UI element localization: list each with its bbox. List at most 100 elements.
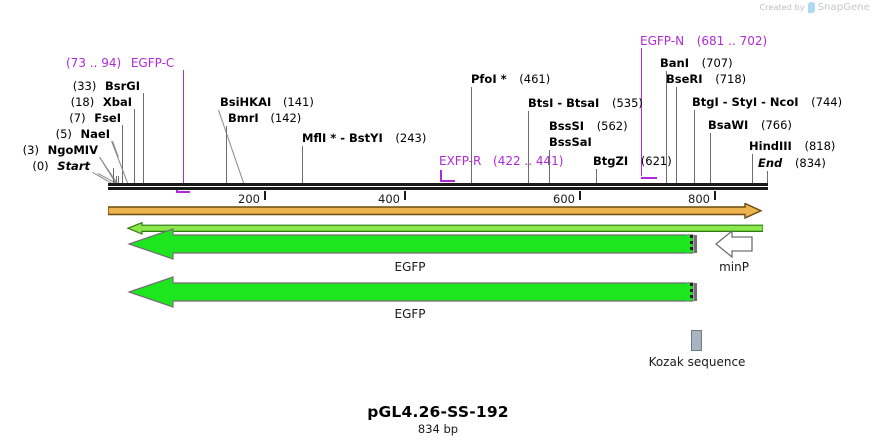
site-leader-cluster-c — [113, 168, 114, 184]
site-leader-pfoi — [471, 87, 472, 184]
feature-box-kozak[interactable] — [691, 330, 702, 351]
site-name-bsssi: BssSI — [549, 119, 585, 133]
site-label-mfli-bstyi[interactable]: MflI * - BstYI (243) — [302, 132, 426, 144]
site-name-bsawi: BsaWI — [708, 118, 749, 132]
site-name-naei: NaeI — [80, 127, 110, 141]
site-leader-cluster-b — [118, 176, 119, 184]
site-leader-btgzi — [596, 169, 597, 184]
site-label-bssai[interactable]: BssSaI — [549, 136, 592, 148]
sequence-backbone-highlight — [108, 186, 768, 187]
site-pos-fsei: (7) — [69, 111, 86, 125]
site-label-bsssi[interactable]: BssSI (562) — [549, 120, 628, 132]
site-pos-bmri: (142) — [270, 111, 302, 125]
primer-label-egfp-n[interactable]: EGFP-N (681 .. 702) — [640, 35, 767, 47]
site-leader-bsssi — [549, 150, 550, 184]
site-pos-bsihkai: (141) — [282, 95, 314, 109]
site-name-pfoi: PfoI * — [471, 72, 507, 86]
site-name-xbai: XbaI — [102, 95, 132, 109]
primer-bracket-h-egfp-c — [176, 191, 190, 193]
site-pos-btgzi: (621) — [640, 154, 672, 168]
site-pos-start: (0) — [32, 159, 49, 173]
site-name-start: Start — [57, 159, 90, 173]
primer-name-exfp-r: EXFP-R — [439, 154, 482, 168]
feature-label-minp: minP — [719, 260, 749, 274]
site-label-bsrgi[interactable]: (33) BsrGI — [0, 80, 140, 92]
minp-arrow-shape — [714, 229, 753, 259]
primer-label-exfp-r[interactable]: EXFP-R (422 .. 441) — [439, 155, 563, 167]
site-pos-end: (834) — [794, 156, 826, 170]
site-label-bsihkai[interactable]: BsiHKAI (141) — [220, 96, 314, 108]
plasmid-title: pGL4.26-SS-192 — [367, 403, 509, 421]
ruler-label-400: 400 — [378, 192, 400, 206]
primer-name-egfp-n: EGFP-N — [640, 34, 685, 48]
site-label-bsawi[interactable]: BsaWI (766) — [708, 119, 792, 131]
light-green-arrow-shape — [126, 221, 764, 235]
ruler-label-200: 200 — [238, 192, 260, 206]
site-label-ngomiv[interactable]: (3) NgoMIV — [0, 144, 98, 156]
primer-range-egfp-n: (681 .. 702) — [696, 34, 768, 48]
site-name-btgi-styi-ncoi: BtgI - StyI - NcoI — [692, 95, 799, 109]
site-label-pfoi[interactable]: PfoI * (461) — [471, 73, 550, 85]
primer-bracket-h-exfp-r — [440, 180, 455, 182]
site-leader-fsei — [122, 125, 123, 184]
site-pos-bsssi: (562) — [596, 119, 628, 133]
site-label-naei[interactable]: (5) NaeI — [0, 128, 110, 140]
site-pos-bani: (707) — [701, 56, 733, 70]
feature-arrow-light-green[interactable] — [108, 220, 764, 235]
site-name-hindiii: HindIII — [749, 139, 792, 153]
site-pos-btsi-btsai: (535) — [611, 96, 643, 110]
site-name-bssai: BssSaI — [549, 135, 592, 149]
site-label-fsei[interactable]: (7) FseI — [0, 112, 121, 124]
site-pos-ngomiv: (3) — [22, 143, 39, 157]
site-label-btgi-styi-ncoi[interactable]: BtgI - StyI - NcoI (744) — [692, 96, 842, 108]
site-pos-bsawi: (766) — [761, 118, 792, 132]
feature-arrow-orange[interactable] — [107, 202, 763, 221]
primer-label-egfp-c[interactable]: (73 .. 94) EGFP-C — [66, 57, 174, 69]
ruler-label-800: 800 — [688, 192, 710, 206]
primer-leader-egfp-c — [183, 70, 185, 184]
feature-label-egfp-1: EGFP — [394, 260, 426, 274]
site-label-xbai[interactable]: (18) XbaI — [0, 96, 132, 108]
site-label-start[interactable]: (0) Start — [0, 160, 90, 172]
site-label-bani[interactable]: BanI (707) — [660, 57, 733, 69]
site-label-end[interactable]: End (834) — [758, 157, 826, 169]
watermark-prefix: Created by — [759, 3, 805, 12]
site-pos-hindiii: (818) — [804, 139, 836, 153]
site-name-mfli-bstyi: MflI * - BstYI — [302, 131, 383, 145]
feature-arrow-minp[interactable] — [714, 229, 754, 259]
site-name-bani: BanI — [660, 56, 689, 70]
site-pos-pfoi: (461) — [519, 72, 551, 86]
site-name-bmri: BmrI — [228, 111, 259, 125]
site-name-bsrgi: BsrGI — [105, 79, 140, 93]
feature-arrow-egfp-2[interactable] — [118, 276, 700, 308]
site-name-bsihkai: BsiHKAI — [220, 95, 272, 109]
site-name-btgzi: BtgZI — [593, 154, 629, 168]
site-leader-hindiii — [752, 154, 753, 184]
feature-arrow-egfp-1[interactable] — [118, 228, 700, 260]
site-label-bseri[interactable]: BseRI (718) — [666, 73, 746, 85]
site-label-hindiii[interactable]: HindIII (818) — [749, 140, 835, 152]
site-leader-mfli-bstyi — [302, 146, 303, 184]
site-pos-naei: (5) — [55, 127, 72, 141]
watermark-brand: SnapGene — [817, 2, 870, 13]
site-label-btsi-btsai[interactable]: BtsI - BtsaI (535) — [528, 97, 643, 109]
primer-leader-egfp-n — [641, 48, 643, 176]
site-leader-bseri — [676, 87, 677, 184]
egfp-arrow-2-shape — [127, 276, 697, 308]
site-pos-btgi-styi-ncoi: (744) — [811, 95, 843, 109]
primer-bracket-h-egfp-n — [641, 177, 657, 179]
plasmid-length: 834 bp — [417, 422, 459, 436]
site-leader-xbai — [134, 109, 135, 184]
site-leader-bani — [666, 71, 667, 184]
site-leader-cluster-a — [116, 176, 117, 184]
orange-arrow-shape — [107, 202, 763, 220]
ruler-tick-800 — [714, 191, 716, 200]
primer-range-egfp-c: (73 .. 94) — [66, 56, 122, 70]
feature-label-kozak: Kozak sequence — [648, 355, 746, 369]
ruler-tick-200 — [264, 191, 266, 200]
ruler-label-600: 600 — [553, 192, 575, 206]
site-leader-bsawi — [710, 133, 711, 184]
site-label-btgzi[interactable]: BtgZI (621) — [593, 155, 672, 167]
ruler-tick-600 — [579, 191, 581, 200]
site-label-bmri[interactable]: BmrI (142) — [228, 112, 301, 124]
